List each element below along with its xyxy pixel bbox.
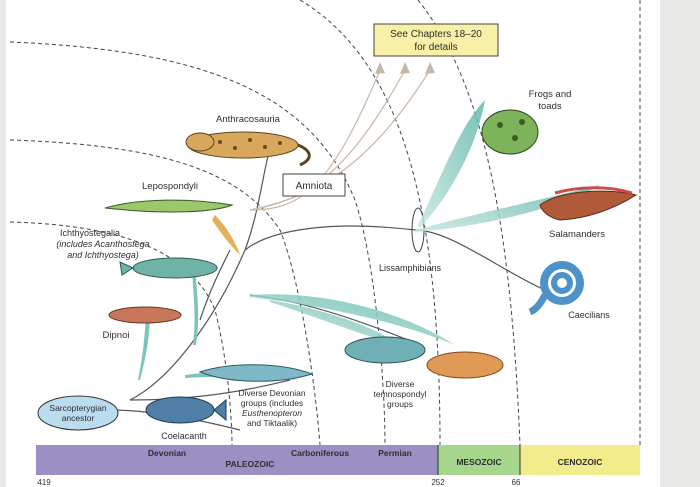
arrowhead — [400, 62, 410, 74]
lineage-line — [414, 229, 546, 291]
lissamphibians-label: Lissamphibians — [379, 263, 442, 273]
temnospondyl-fan — [270, 300, 400, 345]
tick-66: 66 — [512, 478, 521, 487]
amniote-arrow — [249, 69, 431, 211]
callout-line1: See Chapters 18–20 — [390, 29, 482, 40]
lepospondyli-label: Lepospondyli — [142, 181, 198, 192]
temnospondyl-label: groups — [387, 399, 413, 409]
anthracosaur-drawing — [185, 131, 311, 167]
salamanders-label: Salamanders — [549, 229, 605, 240]
frog-fan — [418, 100, 485, 228]
lineage-line — [199, 249, 231, 321]
dashed-arc — [9, 139, 321, 446]
coelacanth-drawing — [145, 396, 227, 424]
paleozoic-bar — [36, 445, 438, 475]
devonian-label: Devonian — [148, 448, 186, 458]
lineage-line — [129, 149, 271, 401]
sarcopterygian-label: Sarcopterygian — [49, 403, 106, 413]
dashed-arc — [9, 221, 233, 446]
lepospondyl-branch — [212, 215, 240, 255]
frogs-label: toads — [538, 101, 561, 112]
carboniferous-label: Carboniferous — [291, 448, 349, 458]
amniota-label: Amniota — [296, 181, 333, 192]
lepospondyl-drawing — [104, 199, 234, 213]
coelacanth-label: Coelacanth — [161, 431, 207, 441]
mesozoic-label: MESOZOIC — [456, 457, 501, 467]
temnospondyl-fan — [250, 294, 455, 345]
devonian-groups-label: groups (includes — [241, 398, 303, 408]
salamander-drawing — [539, 186, 638, 221]
eusthenopteron-drawing — [198, 364, 314, 382]
dipnoi-label: Dipnoi — [103, 330, 130, 341]
dashed-arc — [299, 0, 441, 446]
devonian-groups-label: Eusthenopteron — [242, 408, 302, 418]
callout-line2: for details — [414, 42, 457, 53]
dashed-arc — [417, 0, 521, 446]
temnospondyl-label: Diverse — [386, 379, 415, 389]
temnospondyl-drawing — [344, 336, 504, 379]
temnospondyl-label: temnospondyl — [374, 389, 427, 399]
ichthyostegalia-branch — [192, 270, 199, 345]
lineage-line — [244, 225, 416, 251]
paleozoic-label: PALEOZOIC — [226, 459, 275, 469]
caecilian-drawing — [528, 261, 584, 316]
sarcopterygian-label: ancestor — [62, 413, 95, 423]
geologic-timeline: Devonian PALEOZOIC Carboniferous Permian… — [36, 445, 640, 487]
tick-419: 419 — [37, 478, 51, 487]
ichthyostega-drawing — [119, 257, 218, 279]
arrowheads — [375, 62, 435, 74]
sarcopterygian-ancestor-oval — [37, 395, 119, 431]
chapters-callout — [373, 23, 499, 57]
caecilians-label: Caecilians — [568, 310, 610, 320]
ichthyostegalia-label: (includes Acanthostega — [56, 239, 149, 249]
ichthyostegalia-label: and Ichthyostega) — [67, 250, 139, 260]
anthracosauria-label: Anthracosauria — [216, 114, 281, 125]
frog-drawing — [481, 109, 539, 155]
salamander-fan — [415, 185, 600, 232]
devonian-groups-label: and Tiktaalik) — [247, 418, 297, 428]
tick-252: 252 — [431, 478, 445, 487]
ichthyostegalia-label: Ichthyostegalia — [60, 228, 120, 238]
cenozoic-bar — [520, 445, 640, 475]
amniota-box — [282, 173, 346, 197]
devonian-groups-label: Diverse Devonian — [238, 388, 305, 398]
frogs-label: Frogs and — [529, 89, 572, 100]
lungfish-drawing — [108, 306, 182, 324]
dipnoi-branch — [138, 310, 150, 380]
lineage-line — [129, 379, 291, 401]
mesozoic-bar — [438, 445, 520, 475]
arrowhead — [375, 62, 385, 74]
permian-label: Permian — [378, 448, 412, 458]
arrowhead — [425, 62, 435, 74]
cenozoic-label: CENOZOIC — [558, 457, 603, 467]
